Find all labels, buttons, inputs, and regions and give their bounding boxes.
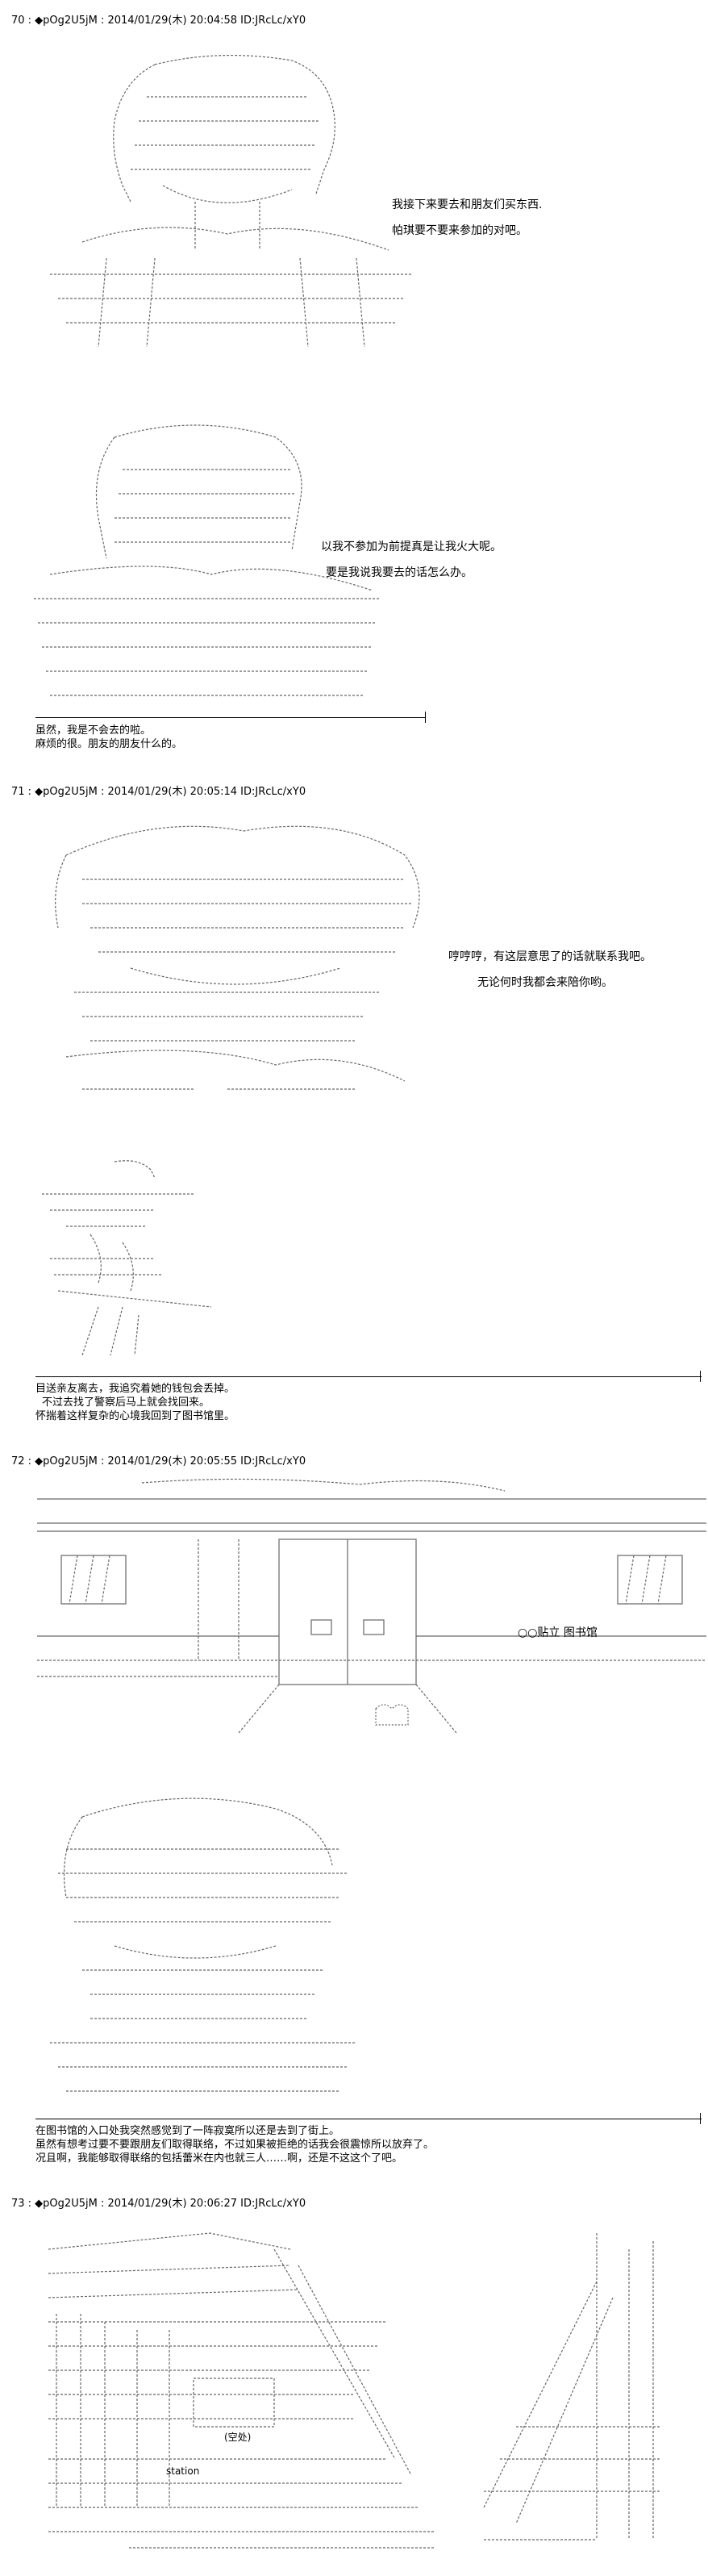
label-station: station: [166, 2465, 200, 2477]
narration-70: 虽然，我是不会去的啦。 麻烦的很。朋友的朋友什么的。: [35, 724, 183, 750]
library-sign: ○○贴立 图书馆: [518, 1626, 598, 1639]
speech-71: 哼哼哼，有这层意思了的话就联系我吧。 无论何时我都会来陪你哟。: [448, 950, 652, 989]
narration-71: 目送亲友离去，我追究着她的钱包会丢掉。 不过去找了警察后马上就会找回来。 怀揣着…: [35, 1383, 235, 1422]
divider-tick-71: [700, 1371, 701, 1382]
narration-72: 在图书馆的入口处我突然感觉到了一阵寂寞所以还是去到了街上。 虽然有想考过要不要跟…: [35, 2125, 435, 2165]
divider-tick-70: [425, 712, 426, 723]
ascii-art-station-street: [32, 2217, 669, 2564]
ascii-art-walking-figure: [34, 1154, 211, 1363]
divider-71: [35, 1376, 702, 1377]
ascii-art-girl-3: [34, 807, 437, 1121]
speech-70a: 我接下来要去和朋友们买东西. 帕琪要不要来参加的对吧。: [392, 198, 543, 237]
divider-70: [35, 717, 426, 718]
post-header-72: 72 : ◆pOg2U5jM : 2014/01/29(木) 20:05:55 …: [11, 1455, 306, 1468]
speech-70b: 以我不参加为前提真是让我火大呢。 要是我说我要去的话怎么办。: [321, 541, 502, 579]
ascii-art-girl-4: [34, 1785, 373, 2099]
post-header-71: 71 : ◆pOg2U5jM : 2014/01/29(木) 20:05:14 …: [11, 786, 306, 798]
post-header-73: 73 : ◆pOg2U5jM : 2014/01/29(木) 20:06:27 …: [11, 2198, 306, 2210]
ascii-art-girl-2: [34, 413, 389, 712]
label-empty: (空处): [224, 2432, 252, 2443]
ascii-art-girl-1: [34, 32, 429, 355]
ascii-art-library-building: [37, 1475, 706, 1741]
post-header-70: 70 : ◆pOg2U5jM : 2014/01/29(木) 20:04:58 …: [11, 15, 306, 27]
divider-tick-72: [700, 2113, 701, 2124]
